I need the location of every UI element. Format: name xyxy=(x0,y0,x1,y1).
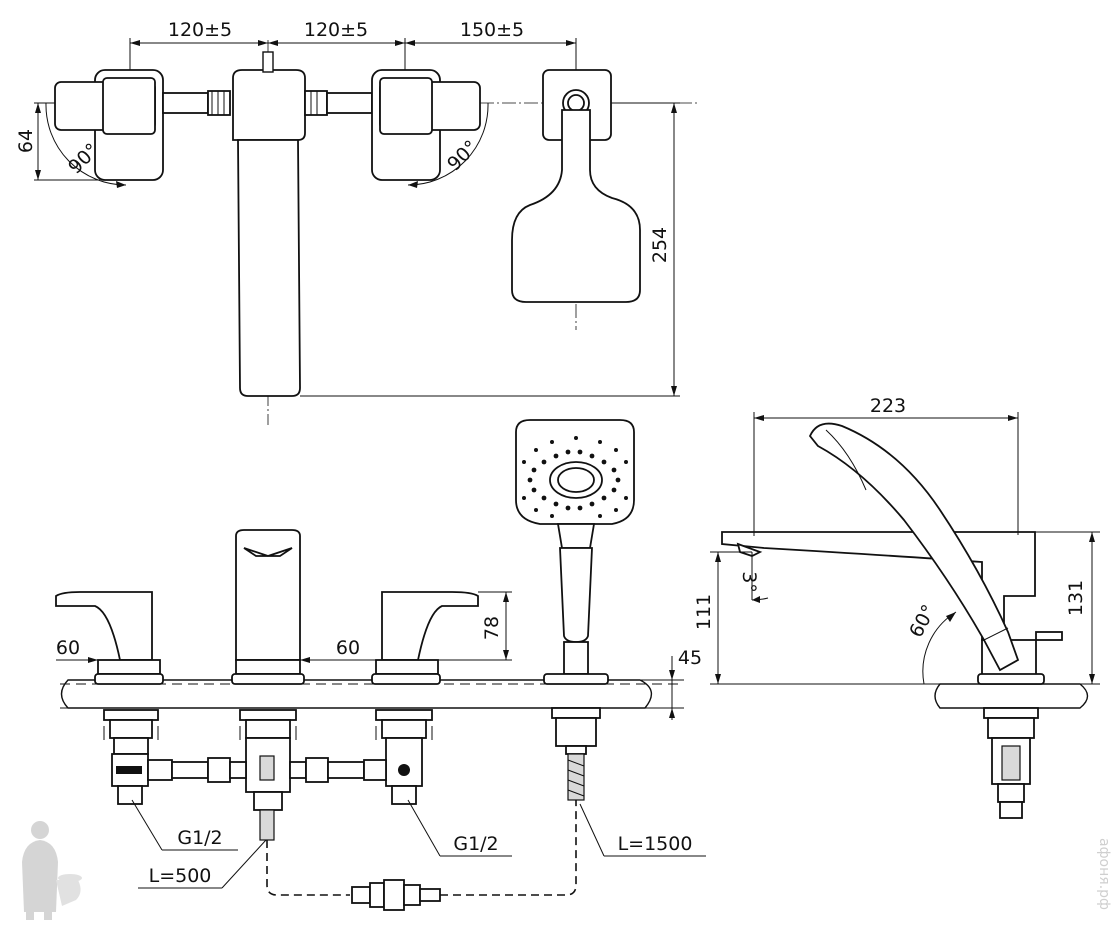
front-offset-mid-dimension: 60 xyxy=(300,637,380,663)
top-right-connector xyxy=(304,90,373,116)
side-hand-shower xyxy=(808,422,1020,672)
hose-long-label: L=1500 xyxy=(618,833,693,855)
angle-right-label: 90° xyxy=(443,136,482,175)
front-spout xyxy=(231,529,305,685)
spout-height-label: 111 xyxy=(693,594,715,630)
plumber-mascot-icon xyxy=(22,821,82,920)
length-label: 254 xyxy=(649,227,671,263)
total-height-label: 131 xyxy=(1065,580,1087,616)
front-offset-left-dimension: 60 xyxy=(56,637,160,663)
side-view: 223 111 131 3° xyxy=(693,395,1100,819)
side-spout-angle: 3° xyxy=(738,552,769,603)
holder-angle-label: 60° xyxy=(905,601,940,641)
top-spacing-dimensions: 120±5 120±5 150±5 xyxy=(129,19,577,70)
side-reach-dimension: 223 xyxy=(753,395,1019,536)
handle-offset-mid-label: 60 xyxy=(336,637,360,659)
top-view: 120±5 120±5 150±5 64 90° 90° xyxy=(15,19,700,425)
spacing-mid-label: 120±5 xyxy=(304,19,368,41)
front-view: 60 60 78 45 G1/2 xyxy=(55,419,706,911)
side-deck xyxy=(934,683,1089,709)
front-height-dimension: 78 xyxy=(438,591,512,661)
front-left-handle xyxy=(55,591,164,685)
handle-offset-left-label: 60 xyxy=(56,637,80,659)
top-left-handle xyxy=(54,69,164,181)
front-hoses xyxy=(266,800,577,911)
front-underdeck-assembly xyxy=(103,707,601,841)
top-depth-dimension: 64 xyxy=(15,102,100,181)
spacing-left-label: 120±5 xyxy=(168,19,232,41)
handle-height-label: 78 xyxy=(481,616,503,640)
deck-thickness-label: 45 xyxy=(678,647,702,669)
side-underdeck xyxy=(983,707,1039,819)
reach-label: 223 xyxy=(870,395,906,417)
top-length-dimension: 254 xyxy=(300,102,680,397)
side-spout-height-dimension: 111 xyxy=(693,551,940,685)
front-leaders: G1/2 L=500 G1/2 L=1500 xyxy=(131,799,706,889)
spacing-right-label: 150±5 xyxy=(460,19,524,41)
spout-angle-label: 3° xyxy=(738,571,760,593)
thread-right-label: G1/2 xyxy=(453,833,498,855)
top-hand-shower xyxy=(511,69,641,303)
watermark-text: афоня.рф xyxy=(1096,838,1112,910)
front-hand-shower xyxy=(515,419,635,685)
spray-nozzles xyxy=(522,436,628,518)
top-left-connector xyxy=(162,90,231,116)
side-total-height-dimension: 131 xyxy=(1035,531,1100,685)
depth-label: 64 xyxy=(15,129,37,153)
front-right-handle xyxy=(371,591,479,685)
front-deck-dimension: 45 xyxy=(640,647,702,720)
hose-short-label: L=500 xyxy=(149,865,212,887)
top-right-handle xyxy=(371,69,481,181)
side-holder-angle: 60° xyxy=(905,601,957,685)
thread-left-label: G1/2 xyxy=(177,827,222,849)
watermark: афоня.рф xyxy=(22,821,1112,920)
top-spout xyxy=(232,51,306,397)
